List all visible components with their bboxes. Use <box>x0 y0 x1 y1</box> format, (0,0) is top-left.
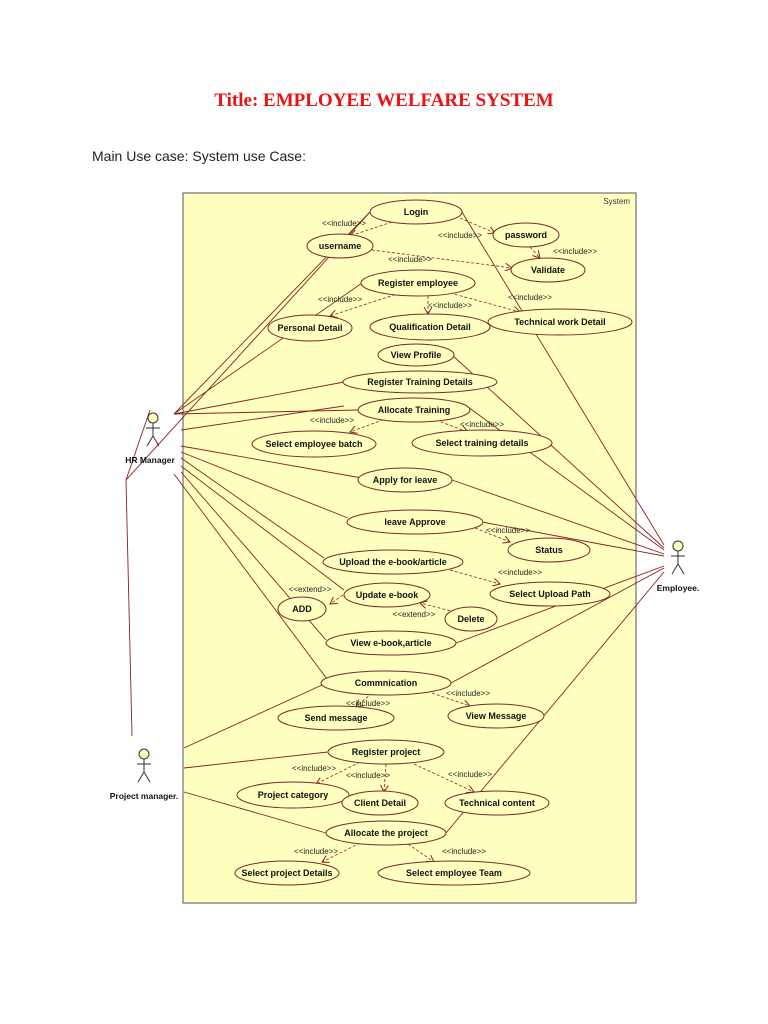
use-case-label: Client Detail <box>354 798 406 808</box>
use-case-leaveapprove: leave Approve <box>346 509 484 535</box>
actor-stick-figure-icon <box>146 412 160 447</box>
use-case-delete: Delete <box>444 606 498 632</box>
document-subtitle: Main Use case: System use Case: <box>92 148 306 164</box>
use-case-username: username <box>306 233 374 259</box>
use-case-label: Upload the e-book/article <box>339 557 447 567</box>
relationship-label-include: <<include>> <box>486 526 530 535</box>
use-case-technicalwork: Technical work Detail <box>487 308 633 336</box>
relationship-label-include: <<include>> <box>446 689 490 698</box>
actor-label: HR Manager <box>125 455 175 465</box>
use-case-label: View Message <box>466 711 527 721</box>
use-case-label: Send message <box>304 713 367 723</box>
use-case-upload: Upload the e-book/article <box>322 549 464 575</box>
use-case-label: ADD <box>292 604 312 614</box>
relationship-label-include: <<include>> <box>428 301 472 310</box>
use-case-comm: Commnication <box>320 670 452 696</box>
use-case-label: Login <box>404 207 429 217</box>
relationship-label-extend: <<extend>> <box>393 610 436 619</box>
relationship-label-include: <<include>> <box>322 219 366 228</box>
system-boundary-label: System <box>603 197 630 206</box>
actor-stick-figure-icon <box>671 540 685 575</box>
use-case-status: Status <box>507 537 591 563</box>
use-case-regemp: Register employee <box>360 269 476 297</box>
use-case-label: Commnication <box>355 678 418 688</box>
use-case-viewebook: View e-book,article <box>325 630 457 656</box>
relationship-label-include: <<include>> <box>310 416 354 425</box>
relationship-label-include: <<include>> <box>438 231 482 240</box>
use-case-allocproject: Allocate the project <box>325 820 447 846</box>
use-case-validate: Validate <box>510 257 586 283</box>
use-case-label: Select training details <box>435 438 528 448</box>
use-case-label: Delete <box>457 614 484 624</box>
use-case-selprojdetails: Select project Details <box>234 860 340 886</box>
use-case-label: View e-book,article <box>350 638 431 648</box>
relationship-label-include: <<include>> <box>346 771 390 780</box>
use-case-techcontent: Technical content <box>444 790 550 816</box>
use-case-client: Client Detail <box>341 790 419 816</box>
relationship-label-include: <<include>> <box>388 255 432 264</box>
relationship-label-include: <<include>> <box>442 847 486 856</box>
actor-hr: HR Manager <box>125 412 175 465</box>
use-case-selempteam: Select employee Team <box>377 860 531 886</box>
use-case-label: Select Upload Path <box>509 589 591 599</box>
use-case-label: Technical work Detail <box>514 317 605 327</box>
actor-emp: Employee. <box>657 540 700 593</box>
use-case-qualification: Qualification Detail <box>369 313 491 341</box>
use-case-viewprofile: View Profile <box>377 343 455 367</box>
relationship-label-include: <<include>> <box>346 699 390 708</box>
relationship-label-include: <<include>> <box>318 295 362 304</box>
relationship-label-include: <<include>> <box>448 770 492 779</box>
relationship-label-include: <<include>> <box>292 764 336 773</box>
use-case-regproject: Register project <box>327 739 445 765</box>
relationship-label-include: <<include>> <box>460 420 504 429</box>
use-case-label: Project category <box>258 790 329 800</box>
use-case-regtraining: Register Training Details <box>342 370 498 394</box>
actor-stick-figure-icon <box>137 748 151 783</box>
use-case-label: Select employee batch <box>265 439 362 449</box>
use-case-label: username <box>319 241 362 251</box>
relationship-label-include: <<include>> <box>553 247 597 256</box>
actor-pm: Project manager. <box>110 748 179 801</box>
relationship-label-include: <<include>> <box>508 293 552 302</box>
relationship-label-extend: <<extend>> <box>289 585 332 594</box>
relationship-label-include: <<include>> <box>294 847 338 856</box>
use-case-label: Qualification Detail <box>389 322 471 332</box>
use-case-label: Register project <box>352 747 421 757</box>
use-case-password: password <box>492 222 560 248</box>
use-case-label: Register Training Details <box>367 377 473 387</box>
use-case-sendmsg: Send message <box>277 705 395 731</box>
use-case-viewmsg: View Message <box>447 703 545 729</box>
use-case-add: ADD <box>277 596 327 622</box>
use-case-seltraining: Select training details <box>411 429 553 457</box>
use-case-applyleave: Apply for leave <box>357 467 453 493</box>
use-case-label: password <box>505 230 547 240</box>
use-case-label: Select employee Team <box>406 868 502 878</box>
document-title: Title: EMPLOYEE WELFARE SYSTEM <box>214 90 554 111</box>
use-case-label: Validate <box>531 265 565 275</box>
use-case-label: Allocate Training <box>378 405 451 415</box>
use-case-personal: Personal Detail <box>267 314 353 342</box>
use-case-label: Allocate the project <box>344 828 428 838</box>
use-case-update: Update e-book <box>343 582 431 608</box>
actor-label: Employee. <box>657 583 700 593</box>
actor-label: Project manager. <box>110 791 179 801</box>
use-case-alloctraining: Allocate Training <box>357 397 471 423</box>
use-case-label: Update e-book <box>356 590 419 600</box>
use-case-selbatch: Select employee batch <box>251 430 377 458</box>
use-case-projcat: Project category <box>236 781 350 809</box>
relationship-label-include: <<include>> <box>498 568 542 577</box>
use-case-label: View Profile <box>391 350 442 360</box>
use-case-selupload: Select Upload Path <box>489 581 611 607</box>
use-case-label: leave Approve <box>384 517 445 527</box>
use-case-label: Register employee <box>378 278 458 288</box>
use-case-label: Select project Details <box>241 868 332 878</box>
use-case-login: Login <box>369 199 463 225</box>
use-case-label: Status <box>535 545 563 555</box>
use-case-label: Apply for leave <box>373 475 438 485</box>
use-case-label: Personal Detail <box>277 323 342 333</box>
use-case-label: Technical content <box>459 798 535 808</box>
